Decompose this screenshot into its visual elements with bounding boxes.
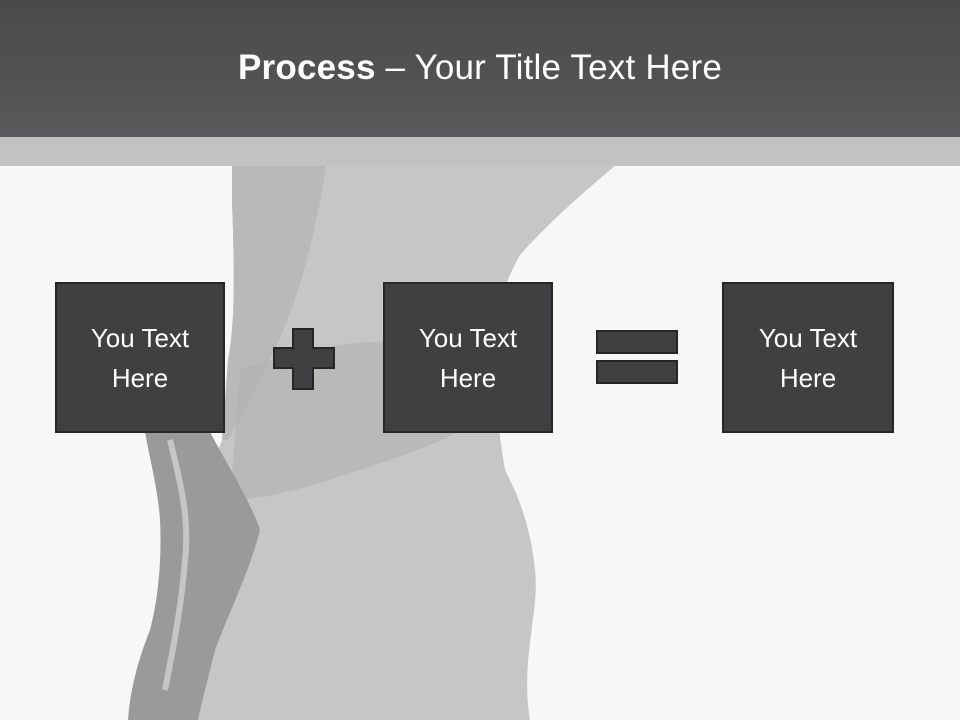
- plus-icon: [273, 328, 335, 390]
- equals-icon: [596, 330, 678, 384]
- box-3-line-2: Here: [779, 362, 837, 393]
- shoe: [128, 432, 260, 720]
- title-bar: Process – Your Title Text Here: [0, 0, 960, 137]
- title-strong: Process: [238, 47, 376, 87]
- process-box-2[interactable]: You Text Here: [383, 282, 553, 433]
- slide-title: Process – Your Title Text Here: [238, 48, 722, 88]
- shoe-highlight: [162, 439, 190, 691]
- process-box-3[interactable]: You Text Here: [722, 282, 894, 433]
- box-3-line-1: You Text: [758, 322, 858, 353]
- box-2-line-1: You Text: [418, 322, 518, 353]
- process-box-1[interactable]: You Text Here: [55, 282, 225, 433]
- jacket-fold: [222, 137, 330, 440]
- box-1-line-2: Here: [111, 362, 169, 393]
- title-underband: [0, 137, 960, 166]
- box-2-line-2: Here: [439, 362, 497, 393]
- box-1-line-1: You Text: [90, 322, 190, 353]
- title-rest: – Your Title Text Here: [375, 47, 722, 87]
